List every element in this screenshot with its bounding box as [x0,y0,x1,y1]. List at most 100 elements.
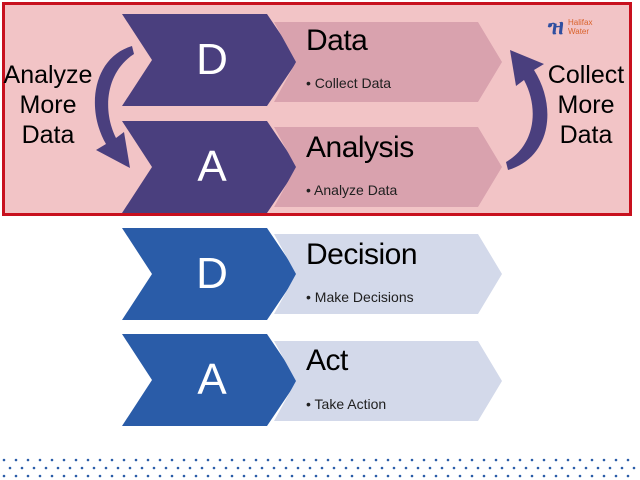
footer-dot [224,466,228,470]
footer-dot [458,458,462,462]
footer-dot [20,466,24,470]
step-title-act: Act [306,344,348,377]
footer-dot [488,466,492,470]
footer-dot [290,474,294,478]
footer-dot [164,466,168,470]
footer-dot [146,458,150,462]
footer-dot [134,474,138,478]
footer-dot [230,458,234,462]
footer-dot [92,466,96,470]
footer-dot [32,466,36,470]
footer-dot [194,458,198,462]
step-title-analysis: Analysis [306,131,414,164]
footer-dot [74,458,78,462]
footer-dot [602,474,606,478]
footer-dot [446,458,450,462]
footer-dot [230,474,234,478]
footer-dot [470,458,474,462]
left-loop-arrow-icon [94,46,134,168]
footer-dot [296,466,300,470]
footer-dot [38,474,42,478]
footer-dot [62,458,66,462]
footer-dot [626,458,630,462]
footer-dot [482,458,486,462]
footer-dot [326,458,330,462]
footer-dot [350,474,354,478]
footer-dot [362,474,366,478]
footer-dot [152,466,156,470]
footer-dot [380,466,384,470]
footer-dot [272,466,276,470]
footer-dot [398,474,402,478]
band-decision [274,234,502,314]
footer-dot [518,458,522,462]
footer-dot [368,466,372,470]
footer-dot [578,458,582,462]
footer-dot [68,466,72,470]
footer-dot [170,458,174,462]
footer-dot [356,466,360,470]
footer-dot [590,458,594,462]
footer-dot [338,458,342,462]
band-data [274,22,502,102]
footer-dot [62,474,66,478]
footer-dot [8,466,12,470]
footer-dot [614,474,618,478]
chevron-decision: D [122,228,298,320]
footer-dot [590,474,594,478]
footer-dot [362,458,366,462]
footer-dot [26,458,30,462]
footer-dot [506,458,510,462]
footer-dot [188,466,192,470]
step-bullet-act: • Take Action [306,396,387,412]
step-bullet-decision: • Make Decisions [306,289,414,305]
footer-dot [206,474,210,478]
footer-dot [254,474,258,478]
footer-dot [128,466,132,470]
footer-dot [512,466,516,470]
footer-dot [602,458,606,462]
footer-dot [500,466,504,470]
step-bullet-analysis: • Analyze Data [306,182,398,198]
footer-dot [428,466,432,470]
footer-dot [260,466,264,470]
footer-dot [170,474,174,478]
footer-dot [560,466,564,470]
footer-dot [326,474,330,478]
footer-dot [110,458,114,462]
right-loop-arrow-icon [506,50,548,170]
footer-dot [524,466,528,470]
footer-dot [158,474,162,478]
footer-dot [236,466,240,470]
footer-dot [536,466,540,470]
footer-dot [116,466,120,470]
footer-dot [398,458,402,462]
footer-dot [278,474,282,478]
band-analysis [274,127,502,207]
step-title-decision: Decision [306,238,418,271]
footer-dot [620,466,624,470]
footer-dot [254,458,258,462]
chevron-act: A [122,334,298,426]
footer-dot [146,474,150,478]
footer-dot [338,474,342,478]
footer-dot [422,458,426,462]
footer-dot [284,466,288,470]
footer-dot [464,466,468,470]
footer-dot [476,466,480,470]
footer-dot [614,458,618,462]
footer-dot [446,474,450,478]
footer-dot [434,474,438,478]
footer-dot [104,466,108,470]
footer-dot [200,466,204,470]
footer-dot [494,458,498,462]
brand-logo: ዝ Halifax Water [548,14,598,40]
footer-dot [290,458,294,462]
footer-dot [608,466,612,470]
footer-dot [242,458,246,462]
footer-dot [194,474,198,478]
footer-dot [206,458,210,462]
footer-dot [554,474,558,478]
footer-dot [482,474,486,478]
footer-dot [2,474,6,478]
